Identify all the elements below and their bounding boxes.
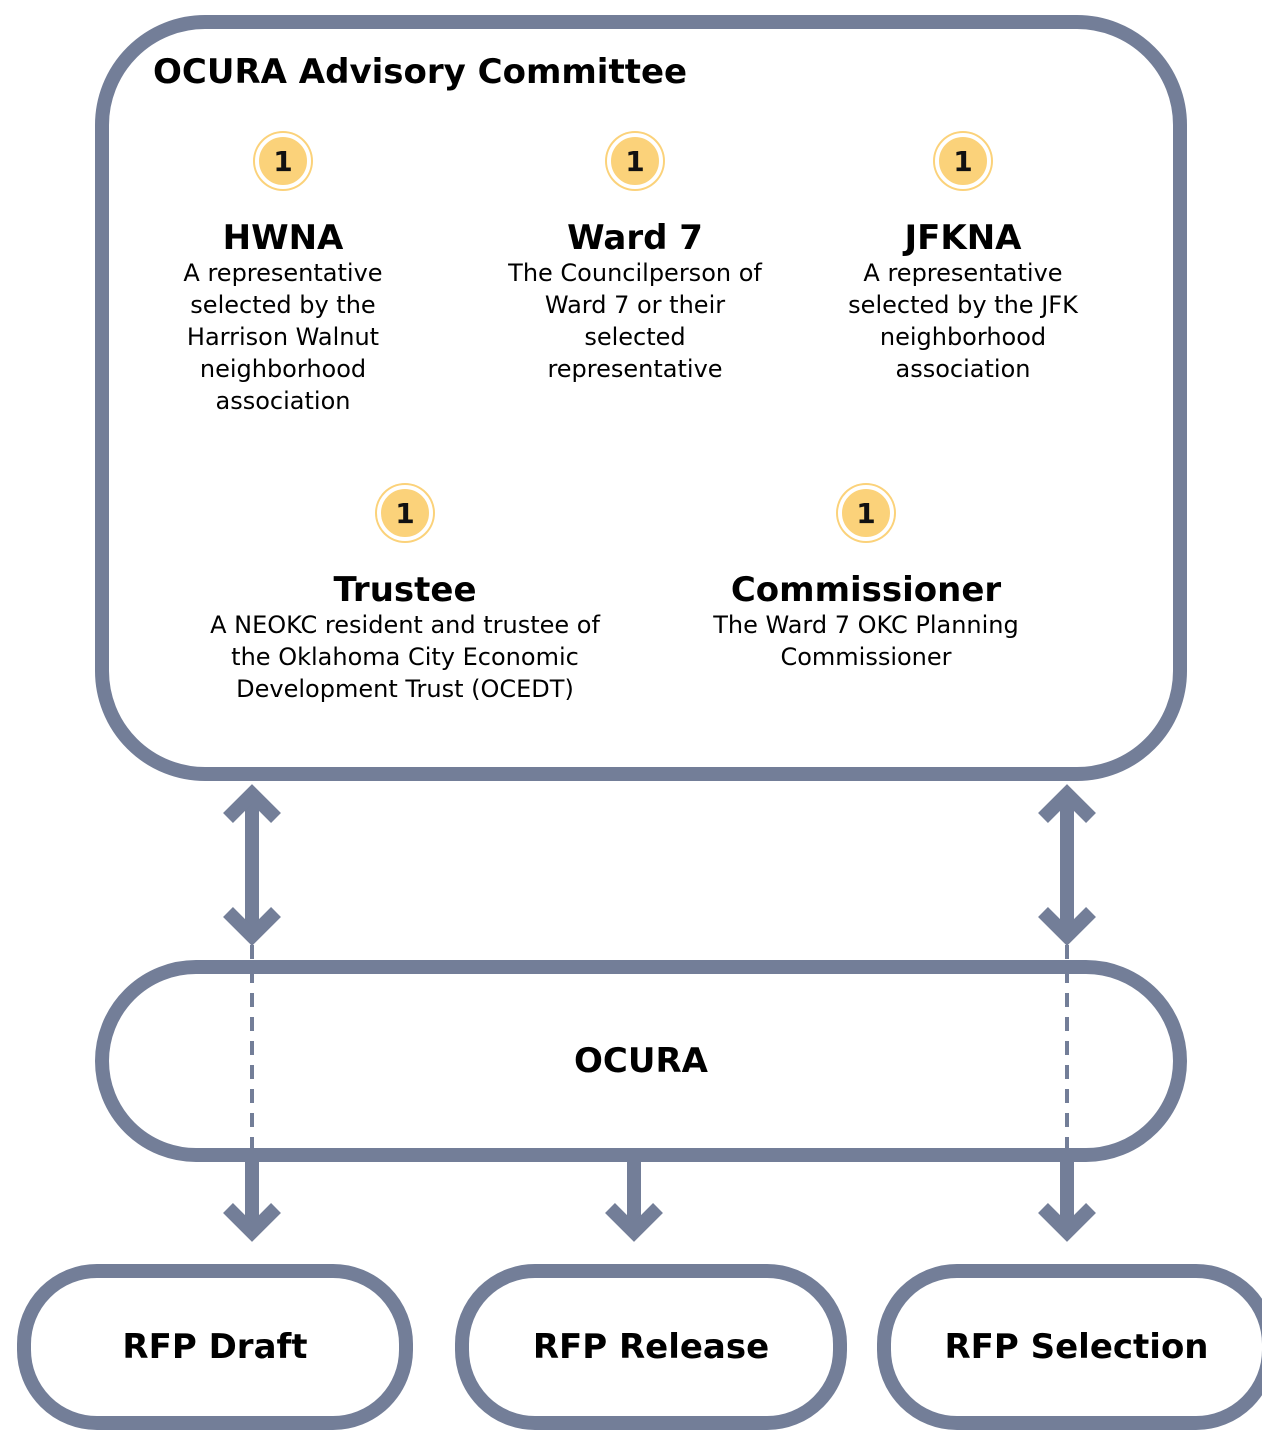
rfp-draft-box: RFP Draft <box>17 1264 413 1430</box>
arrow-to-rfp-draft <box>223 1160 281 1242</box>
committee-title: OCURA Advisory Committee <box>153 52 688 92</box>
member-name: Ward 7 <box>567 218 703 258</box>
rfp-draft-label: RFP Draft <box>122 1327 308 1367</box>
member-name: HWNA <box>222 218 344 258</box>
diagram-canvas: OCURA Advisory Committee 1 HWNA A repres… <box>17 15 1262 1430</box>
rfp-selection-label: RFP Selection <box>944 1327 1209 1367</box>
rfp-release-label: RFP Release <box>532 1327 770 1367</box>
count-badge: 1 <box>377 485 433 541</box>
double-arrow-left <box>223 784 281 946</box>
member-jfkna: 1 JFKNA A representative selected by the… <box>828 133 1098 385</box>
member-name: JFKNA <box>904 218 1022 258</box>
arrow-to-rfp-release <box>605 1160 663 1242</box>
count-badge: 1 <box>255 133 311 189</box>
member-description: The Councilperson of Ward 7 or their sel… <box>508 259 762 383</box>
rfp-selection-box: RFP Selection <box>877 1264 1262 1430</box>
member-ward-7: 1 Ward 7 The Councilperson of Ward 7 or … <box>500 133 770 385</box>
member-name: Commissioner <box>730 570 1002 610</box>
count-badge: 1 <box>935 133 991 189</box>
member-trustee: 1 Trustee A NEOKC resident and trustee o… <box>205 485 605 705</box>
rfp-release-box: RFP Release <box>455 1264 847 1430</box>
ocura-box: OCURA <box>95 960 1187 1162</box>
advisory-committee-box <box>95 15 1187 781</box>
member-name: Trustee <box>333 570 477 610</box>
count-badge: 1 <box>607 133 663 189</box>
member-hwna: 1 HWNA A representative selected by the … <box>158 133 408 417</box>
connectors <box>223 784 1096 1242</box>
arrow-to-rfp-selection <box>1038 1160 1096 1242</box>
member-commissioner: 1 Commissioner The Ward 7 OKC Planning C… <box>680 485 1052 673</box>
member-description: A representative selected by the Harriso… <box>183 259 383 415</box>
ocura-label: OCURA <box>574 1041 708 1081</box>
member-description: A representative selected by the JFK nei… <box>848 259 1078 383</box>
double-arrow-right <box>1038 784 1096 946</box>
member-description: The Ward 7 OKC Planning Commissioner <box>713 611 1019 671</box>
member-description: A NEOKC resident and trustee of the Okla… <box>210 611 600 703</box>
count-badge: 1 <box>838 485 894 541</box>
